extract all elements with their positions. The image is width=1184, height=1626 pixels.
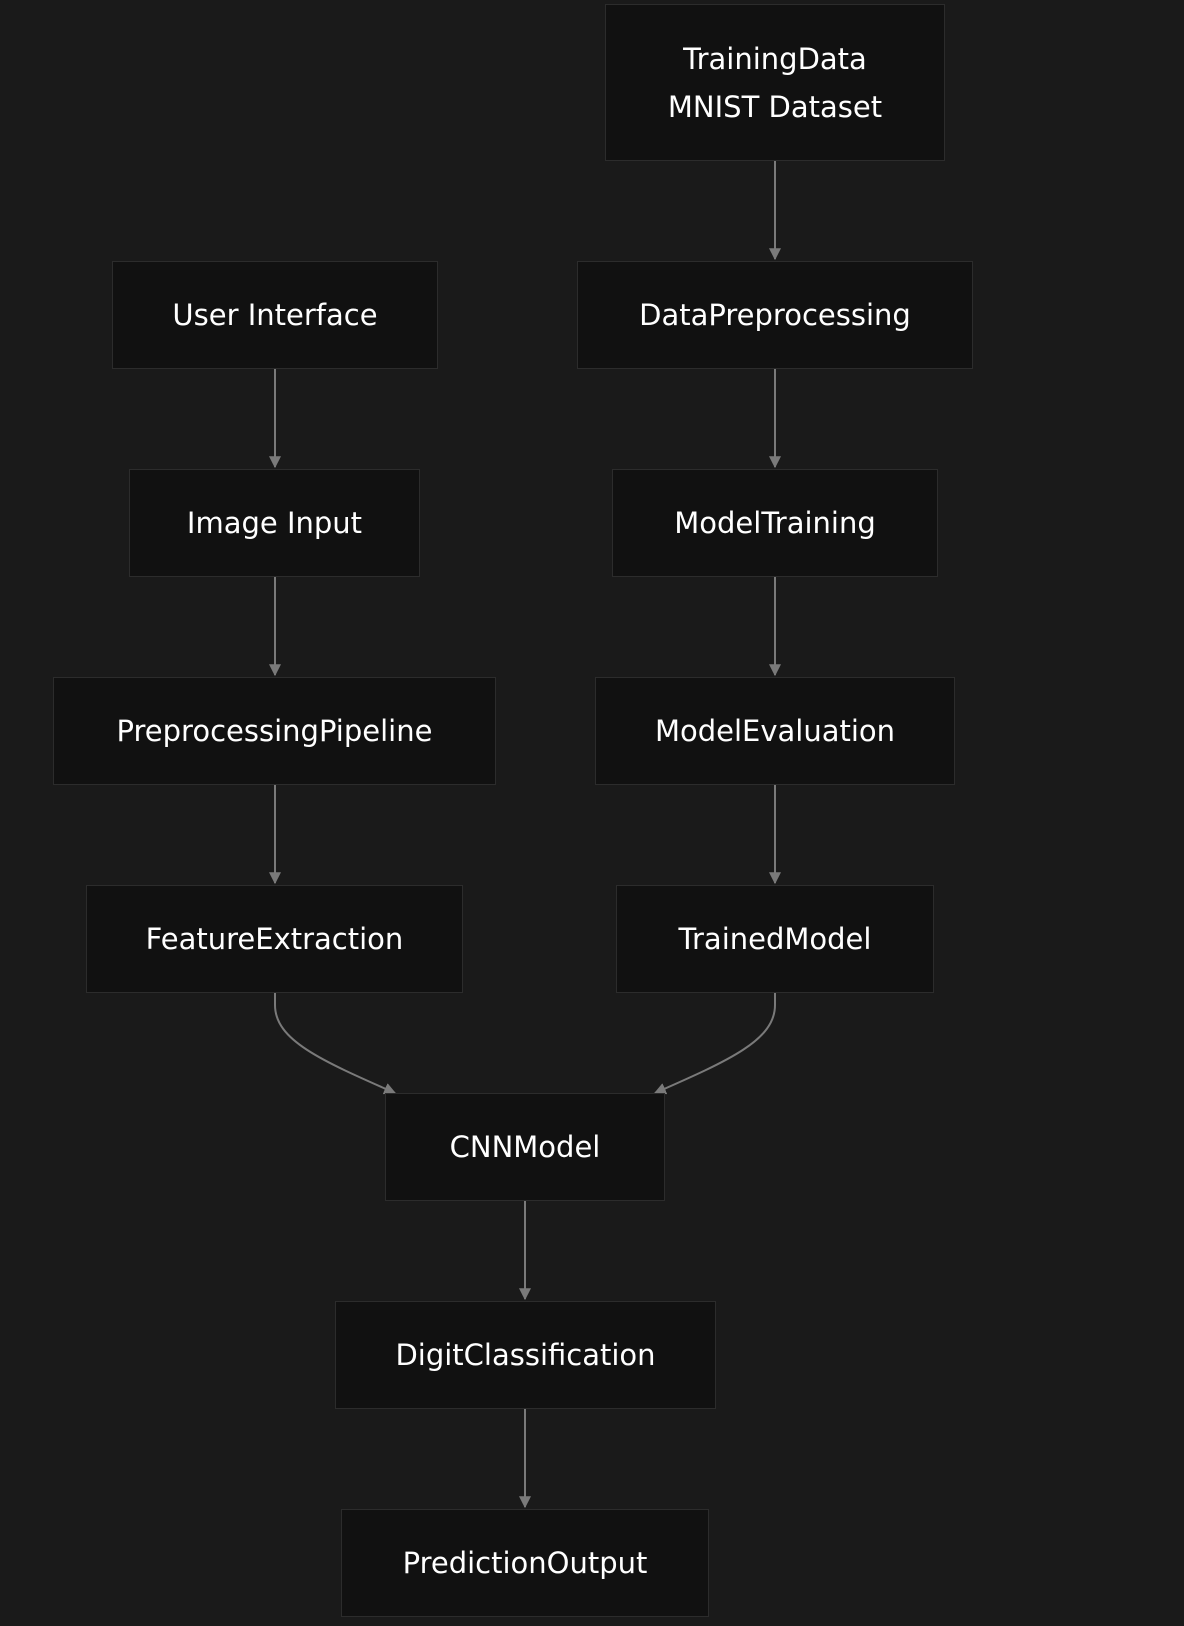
node-preprocessing-pipeline: PreprocessingPipeline xyxy=(53,677,496,785)
node-image-input-label: Image Input xyxy=(186,506,363,540)
node-user-interface: User Interface xyxy=(112,261,438,369)
node-training-data-title: TrainingData xyxy=(683,41,867,76)
node-digit-classification-label: DigitClassification xyxy=(395,1338,656,1372)
node-user-interface-label: User Interface xyxy=(172,298,378,332)
node-feature-extraction: FeatureExtraction xyxy=(86,885,463,993)
node-feature-extraction-label: FeatureExtraction xyxy=(145,922,404,956)
node-prediction-output: PredictionOutput xyxy=(341,1509,709,1617)
node-model-evaluation: ModelEvaluation xyxy=(595,677,955,785)
node-model-training-label: ModelTraining xyxy=(674,506,876,540)
node-model-evaluation-label: ModelEvaluation xyxy=(654,714,896,748)
node-data-preprocessing-label: DataPreprocessing xyxy=(639,298,911,332)
node-training-data-subtitle: MNIST Dataset xyxy=(667,89,883,124)
node-cnn-model: CNNModel xyxy=(385,1093,665,1201)
node-preprocessing-pipeline-label: PreprocessingPipeline xyxy=(116,714,433,748)
node-trained-model-label: TrainedModel xyxy=(678,922,872,956)
node-digit-classification: DigitClassification xyxy=(335,1301,716,1409)
node-cnn-model-label: CNNModel xyxy=(449,1130,601,1164)
node-training-data: TrainingData MNIST Dataset xyxy=(605,4,945,161)
node-model-training: ModelTraining xyxy=(612,469,938,577)
node-prediction-output-label: PredictionOutput xyxy=(402,1546,648,1580)
node-image-input: Image Input xyxy=(129,469,420,577)
node-trained-model: TrainedModel xyxy=(616,885,934,993)
edge-featureextraction-to-cnnmodel xyxy=(274,993,397,1095)
node-data-preprocessing: DataPreprocessing xyxy=(577,261,973,369)
edge-trainedmodel-to-cnnmodel xyxy=(653,993,776,1095)
